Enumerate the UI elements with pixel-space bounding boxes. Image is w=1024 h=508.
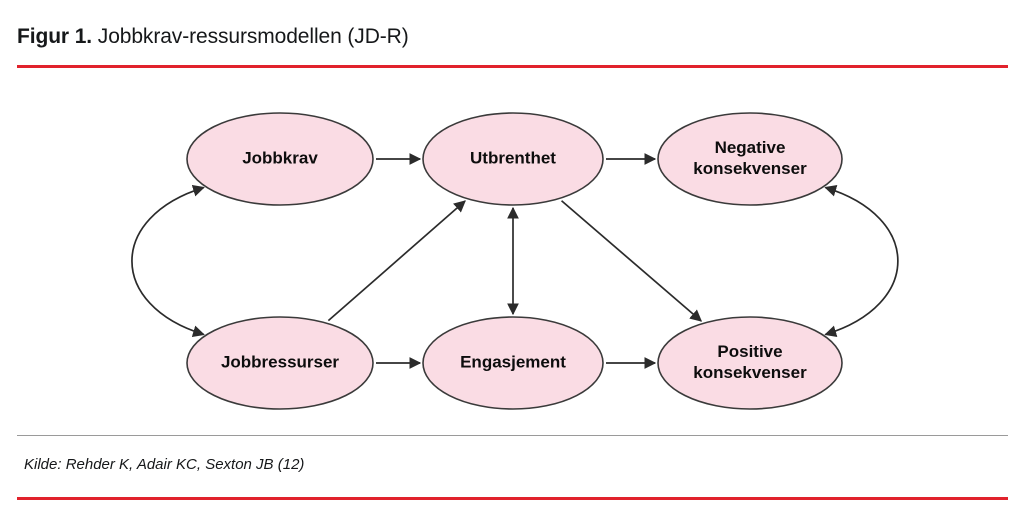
page-title: Jobbkrav-ressursmodellen (JD-R)	[97, 25, 409, 48]
node-shape-jobbkrav	[186, 112, 374, 206]
node-label-jobbressurser: Jobbressurser	[221, 352, 339, 371]
node-shape-engasjement	[422, 316, 604, 410]
node-utbrenthet[interactable]: Utbrenthet	[422, 112, 604, 206]
node-shape-negative	[657, 112, 843, 206]
node-jobbressurser[interactable]: Jobbressurser	[186, 316, 374, 410]
node-jobbkrav[interactable]: Jobbkrav	[186, 112, 374, 206]
footer-divider-red	[17, 497, 1008, 500]
node-shape-jobbressurser	[186, 316, 374, 410]
node-label-negative: Negative	[715, 138, 786, 157]
figure-label: Figur 1.	[17, 25, 93, 48]
figure-source: Kilde: Rehder K, Adair KC, Sexton JB (12…	[24, 456, 305, 473]
edges-layer	[131, 153, 899, 369]
node-label-utbrenthet: Utbrenthet	[470, 148, 556, 167]
node-engasjement[interactable]: Engasjement	[422, 316, 604, 410]
node-label-negative: konsekvenser	[693, 159, 807, 178]
node-label-engasjement: Engasjement	[460, 352, 566, 371]
edge-jobbressurser-utbrenthet	[327, 200, 466, 322]
node-label-jobbkrav: Jobbkrav	[242, 148, 318, 167]
node-label-positive: Positive	[717, 342, 782, 361]
figure-header: Figur 1. Jobbkrav-ressursmodellen (JD-R)	[17, 24, 997, 50]
node-positive[interactable]: Positive konsekvenser	[657, 316, 843, 410]
node-shape-positive	[657, 316, 843, 410]
edge-negative-positive	[824, 184, 899, 338]
edge-utbrenthet-positive	[560, 200, 703, 322]
header-divider-red	[17, 65, 1008, 68]
edge-jobbkrav-jobbressurser	[131, 184, 205, 338]
node-shape-utbrenthet	[422, 112, 604, 206]
node-label-positive: konsekvenser	[693, 363, 807, 382]
node-negative[interactable]: Negative konsekvenser	[657, 112, 843, 206]
source-divider-gray	[17, 435, 1008, 436]
